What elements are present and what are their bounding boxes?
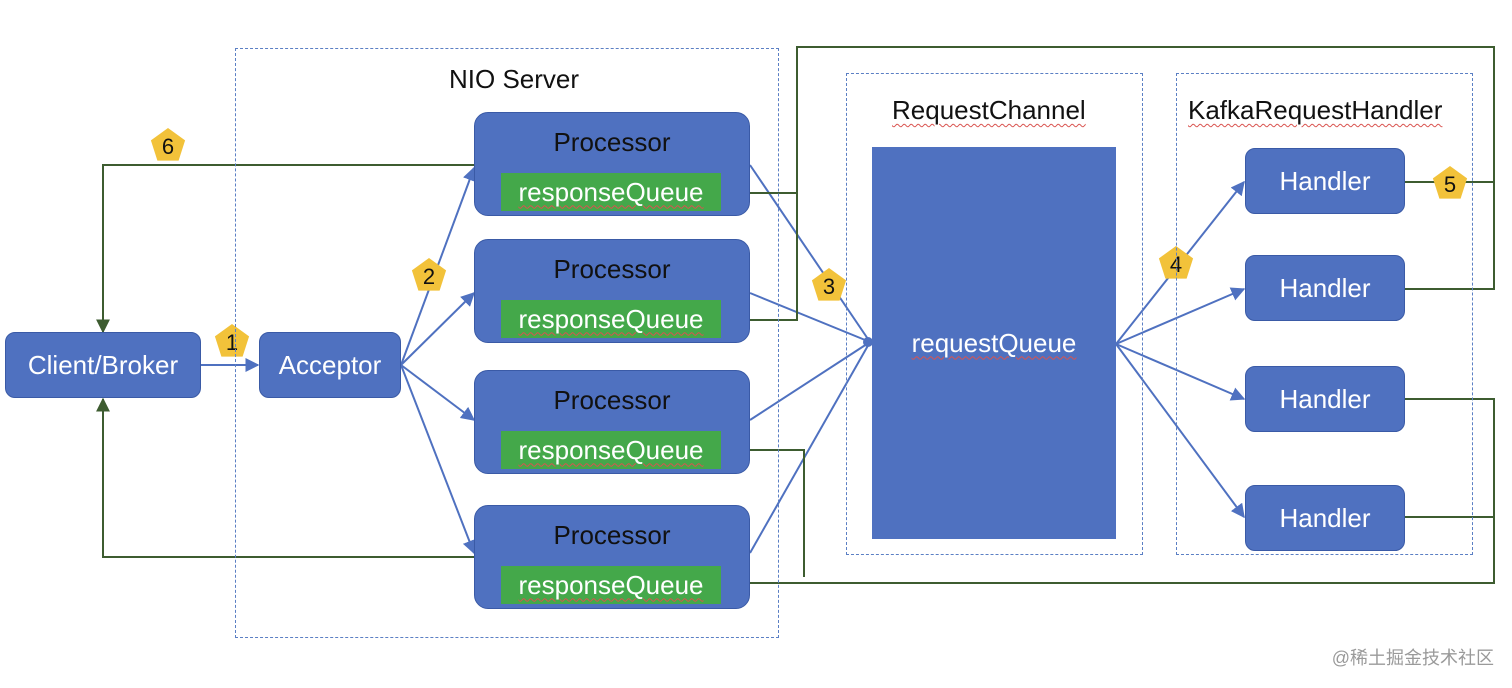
nio-server-title: NIO Server: [449, 64, 580, 94]
step-badge-label: 2: [423, 264, 435, 289]
client-broker-box: Client/Broker: [5, 332, 201, 398]
handler-3: Handler: [1245, 366, 1405, 432]
step-badge-3: 3: [811, 268, 847, 301]
step-badge-5: 5: [1432, 166, 1468, 199]
processor-2: Processor responseQueue: [474, 239, 750, 343]
step-badge-6: 6: [150, 128, 186, 161]
handler-4: Handler: [1245, 485, 1405, 551]
nio-server-region: [235, 48, 779, 638]
step-badge-2: 2: [411, 258, 447, 291]
return-handler-1-to-responsequeue-1: [720, 46, 1495, 200]
processor-1: Processor responseQueue: [474, 112, 750, 216]
requestqueue-join-dot: [863, 337, 873, 347]
response-queue: responseQueue: [501, 431, 721, 469]
kafka-request-handler-title: KafkaRequestHandler: [1188, 95, 1443, 125]
step-badge-label: 3: [823, 274, 835, 299]
step-badge-shape: [411, 258, 447, 291]
response-queue: responseQueue: [501, 300, 721, 338]
return-handler-2-to-responsequeue-2: [1405, 182, 1495, 290]
arrow-acceptor-to-processor-4: [400, 364, 476, 555]
response-processor-4-to-client: [96, 397, 474, 558]
arrow-requestqueue-to-handler-4: [1115, 343, 1245, 519]
line-processor-3-to-requestqueue: [749, 341, 871, 421]
step-badge-shape: [1432, 166, 1468, 199]
processor-label: Processor: [553, 385, 671, 415]
arrow-acceptor-to-processor-2: [400, 292, 475, 366]
kafka-request-handler-region: [1176, 73, 1473, 555]
request-channel-region: [846, 73, 1143, 555]
arrow-acceptor-to-processor-3: [400, 364, 476, 421]
line-processor-1-to-requestqueue: [749, 164, 871, 343]
step-badge-label: 5: [1444, 172, 1456, 197]
step-badge-label: 6: [162, 134, 174, 159]
acceptor-box: Acceptor: [259, 332, 401, 398]
step-badge-shape: [811, 268, 847, 301]
request-channel-title: RequestChannel: [892, 95, 1086, 125]
step-badge-shape: [150, 128, 186, 161]
handler-1: Handler: [1245, 148, 1405, 214]
processor-label: Processor: [553, 520, 671, 550]
watermark: @稀土掘金技术社区: [1331, 648, 1494, 668]
response-queue: responseQueue: [501, 173, 721, 211]
step-badge-shape: [214, 324, 250, 357]
processor-label: Processor: [553, 127, 671, 157]
request-queue: requestQueue: [872, 147, 1116, 539]
response-queue: responseQueue: [501, 566, 721, 604]
processor-4: Processor responseQueue: [474, 505, 750, 609]
handler-2: Handler: [1245, 255, 1405, 321]
line-processor-2-to-requestqueue: [749, 292, 871, 343]
arrow-requestqueue-to-handler-3: [1115, 343, 1246, 401]
processor-label: Processor: [553, 254, 671, 284]
line-processor-4-to-requestqueue: [749, 341, 871, 554]
return-handler-3-to-responsequeue-3: [720, 398, 1495, 590]
response-processor-1-to-client: [96, 164, 474, 334]
processor-3: Processor responseQueue: [474, 370, 750, 474]
arrow-requestqueue-to-handler-2: [1115, 287, 1246, 345]
